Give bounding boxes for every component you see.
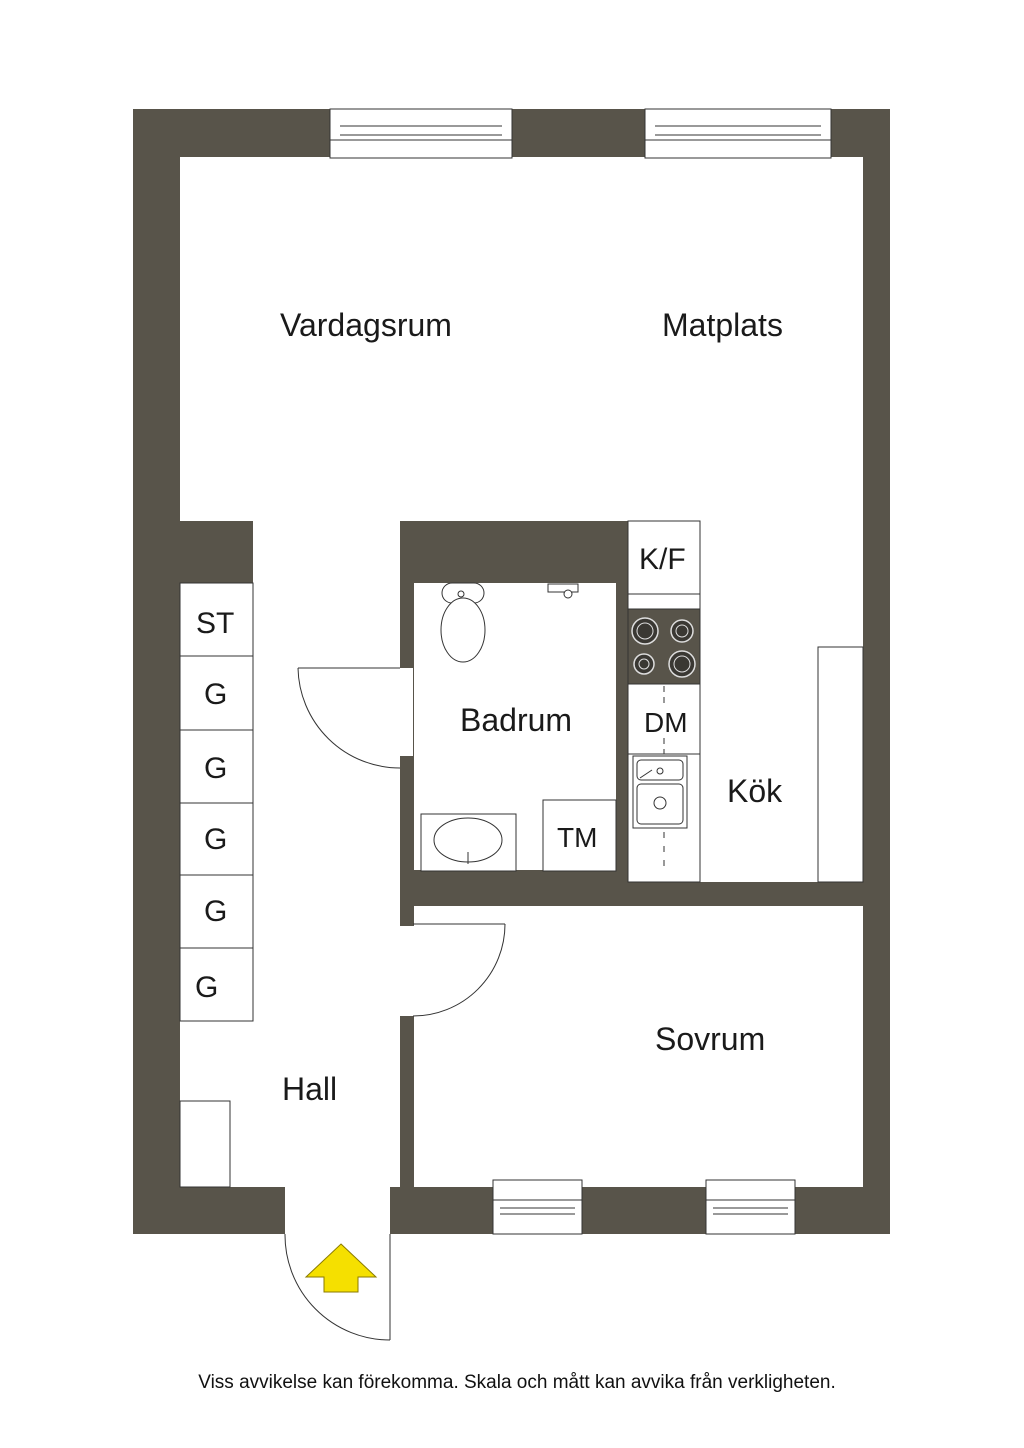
tm-label: TM [557,822,597,853]
kitchen-sink-icon [632,755,688,829]
closet-g1 [179,655,254,731]
bathroom-door [297,667,401,769]
shower-faucet-icon [547,583,579,599]
closet-g3-label: G [204,823,227,856]
room-badrum: Badrum [460,702,572,738]
closet-g2-label: G [204,752,227,785]
stove-icon [627,608,701,685]
kitchen-tall-cabinet [817,646,864,883]
room-matplats: Matplats [662,307,783,343]
toilet-icon [440,582,486,663]
window-top-right [644,108,832,159]
window-top-left [329,108,513,159]
washbasin-icon [420,813,517,872]
closet-g3 [179,802,254,876]
closet-g1-label: G [204,678,227,711]
room-kok: Kök [727,773,783,809]
closets [179,582,254,1022]
closet-g2 [179,729,254,804]
bedroom-door [412,923,506,1017]
kf-label: K/F [639,543,686,576]
closet-g4 [179,874,254,949]
closet-st-label: ST [196,607,234,640]
window-bottom-right [705,1179,796,1235]
closet-g5 [179,947,254,1022]
closet-g4-label: G [204,895,227,928]
window-bottom-left [492,1179,583,1235]
closet-st [179,582,254,657]
hall-cabinet [179,1100,231,1188]
room-hall: Hall [282,1071,337,1107]
entrance-arrow-icon [304,1243,378,1293]
interior-walls [180,521,890,1187]
room-vardagsrum: Vardagsrum [280,307,452,343]
bottom-walls [133,1187,890,1234]
closet-g5-label: G [195,971,218,1004]
entrance-door [284,1233,391,1341]
room-sovrum: Sovrum [655,1021,765,1057]
dm-label: DM [644,707,688,738]
washing-machine [542,799,617,872]
disclaimer-text: Viss avvikelse kan förekomma. Skala och … [198,1372,836,1393]
